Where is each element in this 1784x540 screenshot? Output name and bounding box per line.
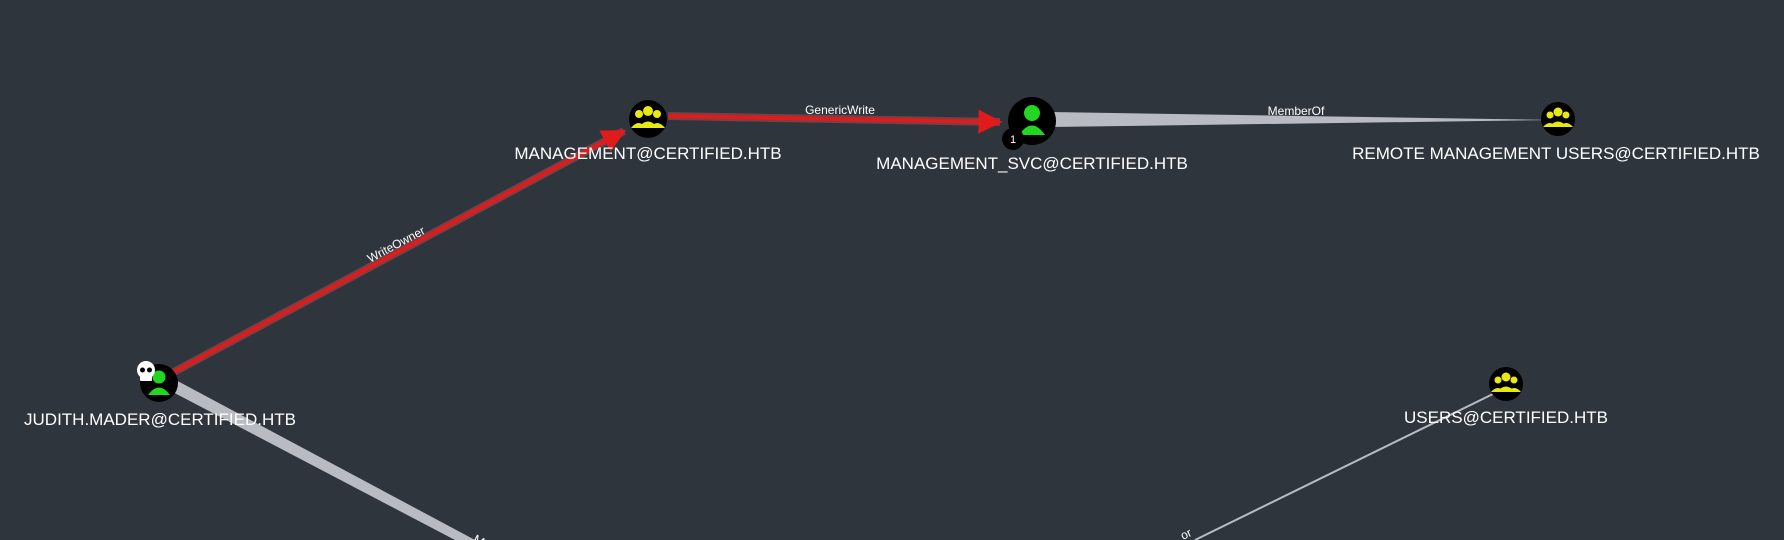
edge-generic-write-label: GenericWrite xyxy=(805,103,875,117)
node-management-svc-label: MANAGEMENT_SVC@CERTIFIED.HTB xyxy=(876,154,1188,173)
edge-write-owner-line[interactable] xyxy=(171,129,627,375)
node-remote-management-users-circle[interactable] xyxy=(1541,102,1575,136)
svg-text:or: or xyxy=(1178,525,1194,540)
edge-member-of-line[interactable] xyxy=(1050,112,1555,127)
node-judith-mader-label: JUDITH.MADER@CERTIFIED.HTB xyxy=(24,410,296,429)
group-icon xyxy=(1543,107,1573,127)
svg-text:M: M xyxy=(471,531,488,540)
skull-icon xyxy=(137,361,155,381)
edge-member-of[interactable]: MemberOf xyxy=(1050,104,1555,127)
count-badge: 1 xyxy=(1002,128,1024,150)
svg-text:1: 1 xyxy=(1010,134,1016,146)
node-users-label: USERS@CERTIFIED.HTB xyxy=(1404,408,1608,427)
node-judith-mader[interactable]: JUDITH.MADER@CERTIFIED.HTB xyxy=(24,361,296,429)
user-icon xyxy=(148,370,170,395)
edge-generic-write-line[interactable] xyxy=(667,109,1003,134)
edge-judith-out[interactable] xyxy=(165,378,475,540)
edge-judith-out-line[interactable] xyxy=(165,378,475,540)
edge-generic-write[interactable]: GenericWrite xyxy=(667,103,1003,134)
node-management-label: MANAGEMENT@CERTIFIED.HTB xyxy=(514,144,781,163)
edge-judith-out-label-stub: M xyxy=(471,531,488,540)
node-management-svc[interactable]: 1 MANAGEMENT_SVC@CERTIFIED.HTB xyxy=(876,97,1188,173)
edge-users-in-line[interactable] xyxy=(1194,392,1496,540)
node-management[interactable]: MANAGEMENT@CERTIFIED.HTB xyxy=(514,100,782,163)
edge-write-owner[interactable]: WriteOwner xyxy=(170,127,627,377)
node-remote-management-users[interactable]: REMOTE MANAGEMENT USERS@CERTIFIED.HTB xyxy=(1352,102,1760,163)
node-users-circle[interactable] xyxy=(1489,367,1523,401)
group-icon xyxy=(631,106,665,128)
user-icon xyxy=(1019,105,1045,135)
node-users[interactable]: USERS@CERTIFIED.HTB xyxy=(1404,367,1608,427)
edge-member-of-label: MemberOf xyxy=(1268,104,1325,118)
node-management-circle[interactable] xyxy=(629,100,667,138)
group-icon xyxy=(1491,372,1521,392)
node-remote-management-users-label: REMOTE MANAGEMENT USERS@CERTIFIED.HTB xyxy=(1352,144,1760,163)
